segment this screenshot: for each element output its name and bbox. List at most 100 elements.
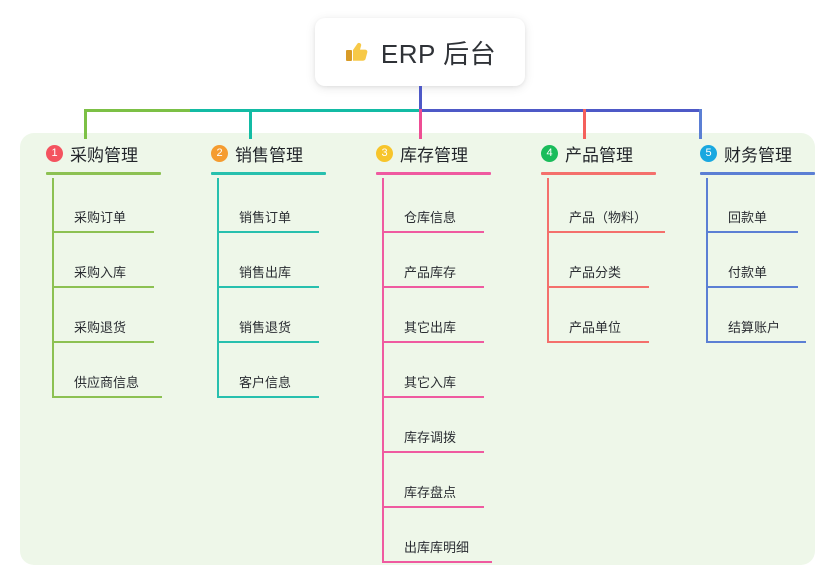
- column-finance: 5 财务管理 回款单 付款单 结算账户: [687, 140, 815, 343]
- leaf-underline: [382, 341, 484, 343]
- list-item[interactable]: 仓库信息: [382, 178, 484, 233]
- leaf-label: 采购退货: [74, 320, 127, 335]
- column-sales: 2 销售管理 销售订单 销售出库 销售退货 客户信息: [198, 140, 326, 398]
- leaf-stem: [547, 233, 549, 288]
- leaf-underline: [706, 231, 798, 233]
- column-title-finance: 财务管理: [724, 145, 792, 165]
- leaf-list-inventory: 仓库信息 产品库存 其它出库 其它入库 库存调拨: [382, 178, 492, 563]
- leaf-stem: [382, 508, 384, 563]
- list-item[interactable]: 产品（物料）: [547, 178, 665, 233]
- leaf-underline: [52, 231, 154, 233]
- leaf-stem: [382, 233, 384, 288]
- leaf-underline: [706, 286, 798, 288]
- leaf-label: 库存调拨: [404, 430, 457, 445]
- list-item[interactable]: 采购订单: [52, 178, 154, 233]
- leaf-label: 产品分类: [569, 265, 622, 280]
- leaf-underline: [382, 506, 484, 508]
- list-item[interactable]: 销售出库: [217, 233, 319, 288]
- leaf-label: 采购订单: [74, 210, 127, 225]
- leaf-label: 出库库明细: [404, 540, 470, 555]
- list-item[interactable]: 客户信息: [217, 343, 319, 398]
- column-header-purchasing[interactable]: 1 采购管理: [33, 140, 161, 175]
- leaf-stem: [52, 343, 54, 398]
- leaf-label: 产品单位: [569, 320, 622, 335]
- column-badge-5: 5: [700, 144, 717, 162]
- column-title-inventory: 库存管理: [400, 145, 468, 165]
- leaf-label: 销售退货: [239, 320, 292, 335]
- column-rule-product: [541, 172, 656, 175]
- list-item[interactable]: 付款单: [706, 233, 798, 288]
- leaf-list-purchasing: 采购订单 采购入库 采购退货 供应商信息: [52, 178, 162, 398]
- column-rule-purchasing: [46, 172, 161, 175]
- list-item[interactable]: 出库库明细: [382, 508, 492, 563]
- leaf-label: 供应商信息: [74, 375, 140, 390]
- leaf-stem: [382, 343, 384, 398]
- drop-to-sales: [249, 109, 252, 139]
- leaf-label: 采购入库: [74, 265, 127, 280]
- leaf-underline: [217, 231, 319, 233]
- leaf-underline: [52, 286, 154, 288]
- list-item[interactable]: 产品分类: [547, 233, 649, 288]
- leaf-stem: [217, 343, 219, 398]
- drop-to-product: [583, 109, 586, 139]
- column-header-product[interactable]: 4 产品管理: [528, 140, 656, 175]
- list-item[interactable]: 回款单: [706, 178, 798, 233]
- leaf-underline: [217, 396, 319, 398]
- leaf-stem: [382, 398, 384, 453]
- column-title-purchasing: 采购管理: [70, 145, 138, 165]
- column-badge-1: 1: [46, 144, 63, 162]
- list-item[interactable]: 销售订单: [217, 178, 319, 233]
- leaf-label: 回款单: [728, 210, 768, 225]
- column-rule-inventory: [376, 172, 491, 175]
- leaf-stem: [52, 233, 54, 288]
- leaf-underline: [382, 396, 484, 398]
- leaf-stem: [382, 178, 384, 233]
- root-title: ERP 后台: [380, 38, 497, 69]
- column-purchasing: 1 采购管理 采购订单 采购入库 采购退货 供应商信息: [33, 140, 162, 398]
- leaf-label: 结算账户: [728, 320, 781, 335]
- list-item[interactable]: 供应商信息: [52, 343, 162, 398]
- column-badge-2: 2: [211, 144, 228, 162]
- leaf-label: 库存盘点: [404, 485, 457, 500]
- leaf-underline: [706, 341, 806, 343]
- list-item[interactable]: 库存调拨: [382, 398, 484, 453]
- leaf-list-product: 产品（物料） 产品分类 产品单位: [547, 178, 665, 343]
- column-product: 4 产品管理 产品（物料） 产品分类 产品单位: [528, 140, 665, 343]
- column-header-sales[interactable]: 2 销售管理: [198, 140, 326, 175]
- root-node[interactable]: ERP 后台: [315, 18, 525, 86]
- list-item[interactable]: 销售退货: [217, 288, 319, 343]
- column-badge-3: 3: [376, 144, 393, 162]
- leaf-stem: [52, 178, 54, 233]
- leaf-label: 客户信息: [239, 375, 292, 390]
- leaf-stem: [382, 288, 384, 343]
- root-stem-connector: [419, 86, 422, 112]
- leaf-list-finance: 回款单 付款单 结算账户: [706, 178, 806, 343]
- list-item[interactable]: 其它入库: [382, 343, 484, 398]
- column-header-inventory[interactable]: 3 库存管理: [363, 140, 491, 175]
- column-header-finance[interactable]: 5 财务管理: [687, 140, 815, 175]
- leaf-list-sales: 销售订单 销售出库 销售退货 客户信息: [217, 178, 319, 398]
- leaf-stem: [382, 453, 384, 508]
- drop-to-inventory: [419, 109, 422, 139]
- list-item[interactable]: 采购退货: [52, 288, 154, 343]
- list-item[interactable]: 采购入库: [52, 233, 154, 288]
- leaf-stem: [706, 233, 708, 288]
- column-badge-4: 4: [541, 144, 558, 162]
- list-item[interactable]: 其它出库: [382, 288, 484, 343]
- thumbs-up-icon: [344, 39, 370, 65]
- column-inventory: 3 库存管理 仓库信息 产品库存 其它出库 其它入库: [363, 140, 492, 563]
- list-item[interactable]: 库存盘点: [382, 453, 484, 508]
- bus-segment-teal: [190, 109, 422, 112]
- leaf-underline: [547, 231, 665, 233]
- list-item[interactable]: 产品库存: [382, 233, 484, 288]
- leaf-label: 付款单: [728, 265, 768, 280]
- leaf-stem: [217, 288, 219, 343]
- list-item[interactable]: 结算账户: [706, 288, 806, 343]
- list-item[interactable]: 产品单位: [547, 288, 649, 343]
- leaf-underline: [382, 451, 484, 453]
- leaf-underline: [217, 341, 319, 343]
- drop-to-finance: [699, 109, 702, 139]
- bus-segment-blue: [419, 109, 702, 112]
- column-rule-finance: [700, 172, 815, 175]
